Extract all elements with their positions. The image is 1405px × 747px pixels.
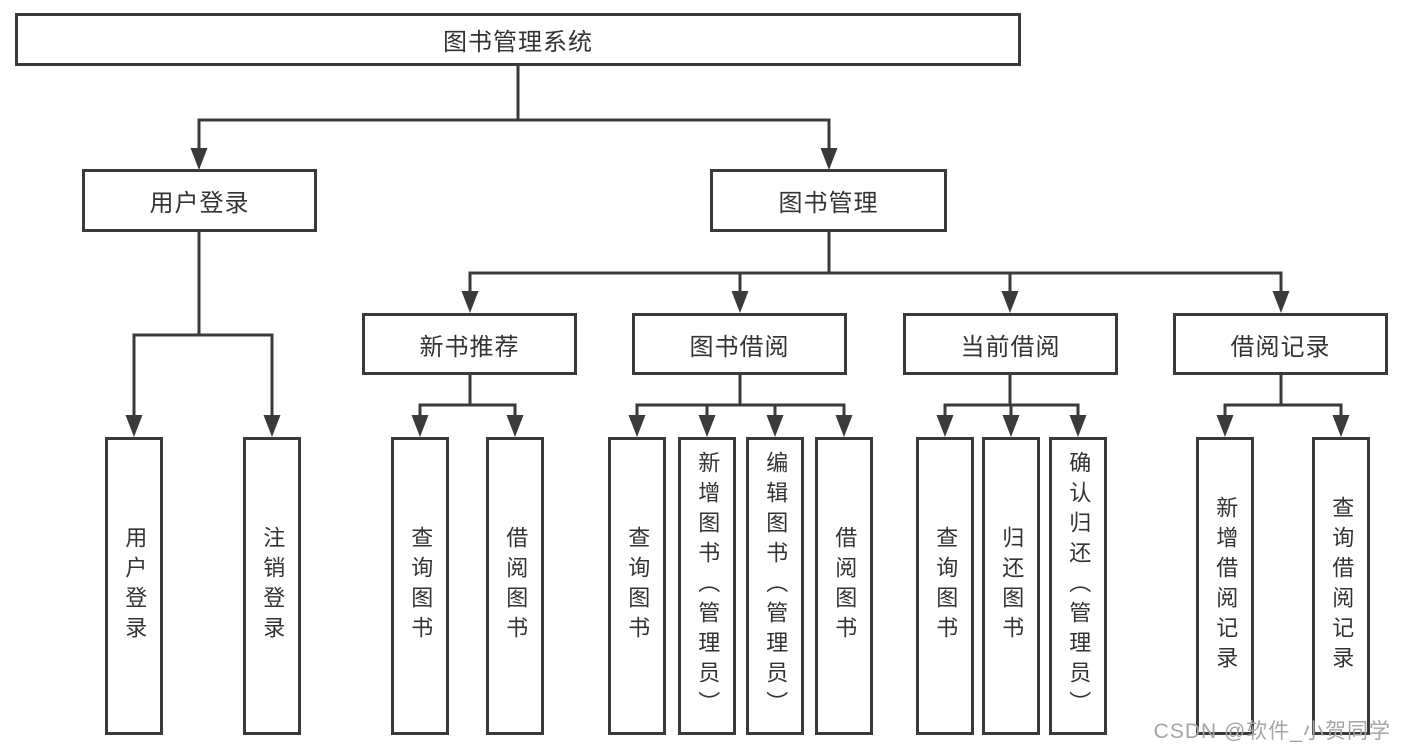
node-label: 借阅记录 (1230, 333, 1331, 361)
node-borrowing-records: 借阅记录 (1173, 313, 1388, 375)
node-label: 图书管理 (778, 190, 879, 217)
leaf-add-borrow-record: 新增借阅记录 (1196, 437, 1254, 735)
leaf-label: 查询图书 (933, 526, 959, 646)
leaf-label: 确认归还（管理员） (1066, 451, 1092, 721)
leaf-borrow-books-borrowing: 借阅图书 (815, 437, 873, 735)
node-label: 用户登录 (149, 190, 250, 217)
leaf-borrow-books-recommend: 借阅图书 (486, 437, 544, 735)
leaf-add-books-admin: 新增图书（管理员） (678, 437, 736, 735)
leaf-query-books-current: 查询图书 (916, 437, 974, 735)
leaf-label: 借阅图书 (503, 526, 529, 646)
leaf-label: 注销登录 (260, 526, 286, 646)
leaf-label: 归还图书 (999, 526, 1025, 646)
node-book-management: 图书管理 (710, 169, 947, 232)
leaf-query-books-borrowing: 查询图书 (608, 437, 666, 735)
leaf-confirm-return-admin: 确认归还（管理员） (1049, 437, 1107, 735)
node-current-borrowing: 当前借阅 (903, 313, 1118, 375)
leaf-label: 查询图书 (625, 526, 651, 646)
leaf-label: 用户登录 (122, 526, 148, 646)
csdn-watermark: CSDN @软件_小贺同学 (1153, 720, 1391, 743)
leaf-label: 借阅图书 (832, 526, 858, 646)
leaf-edit-books-admin: 编辑图书（管理员） (746, 437, 804, 735)
leaf-query-borrow-record: 查询借阅记录 (1312, 437, 1370, 735)
node-label: 图书借阅 (689, 333, 790, 361)
leaf-label: 查询图书 (408, 526, 434, 646)
arrowhead-icons (125, 148, 1350, 437)
node-book-borrowing: 图书借阅 (632, 313, 847, 375)
leaf-user-login: 用户登录 (105, 437, 163, 735)
leaf-query-books-recommend: 查询图书 (391, 437, 449, 735)
leaf-logout: 注销登录 (243, 437, 301, 735)
node-new-book-recommend: 新书推荐 (362, 313, 577, 375)
node-user-login: 用户登录 (82, 169, 317, 232)
leaf-label: 新增图书（管理员） (695, 451, 721, 721)
leaf-label: 编辑图书（管理员） (763, 451, 789, 721)
leaf-label: 新增借阅记录 (1213, 496, 1239, 676)
node-label: 当前借阅 (960, 333, 1061, 361)
node-label: 新书推荐 (419, 333, 520, 361)
node-label: 图书管理系统 (443, 29, 593, 56)
node-book-management-system: 图书管理系统 (15, 13, 1021, 66)
leaf-return-books: 归还图书 (982, 437, 1040, 735)
leaf-label: 查询借阅记录 (1329, 496, 1355, 676)
